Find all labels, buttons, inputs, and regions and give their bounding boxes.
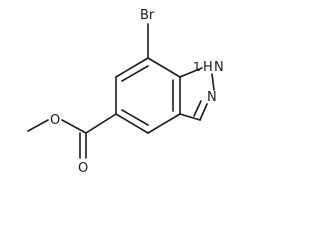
bond-c6-c7 [115, 57, 149, 78]
double-bond-c4-c5-inner [121, 109, 149, 126]
nh-nitrogen-label: N [214, 60, 224, 75]
bromine-label: Br [140, 8, 155, 23]
bond-c3-c3a [179, 113, 201, 121]
bond-n2-c3 [199, 103, 208, 121]
bond-c7-c7a [147, 57, 181, 78]
bond-n1-n2 [211, 73, 215, 91]
bond-c4-c5 [115, 113, 149, 134]
bond-carbonyl-c-ester-o [61, 119, 87, 134]
nh-hydrogen-label: H [203, 60, 213, 75]
double-bond-c6-c7-inner [121, 65, 149, 82]
double-bond-n2-c3-inner [193, 100, 202, 117]
ester-oxygen-label: O [50, 113, 60, 128]
bond-c5-carbonyl-c [85, 113, 117, 134]
molecule-structure-diagram: Br 1 H N N O O [27, 8, 224, 176]
carbonyl-oxygen-label: O [78, 161, 88, 176]
bond-c3a-c4 [147, 113, 181, 134]
ring-nitrogen-label: N [207, 90, 217, 105]
nh-index-label: 1 [193, 60, 201, 74]
bond-ester-o-methyl [27, 119, 49, 132]
bond-c7a-n1 [179, 67, 203, 78]
